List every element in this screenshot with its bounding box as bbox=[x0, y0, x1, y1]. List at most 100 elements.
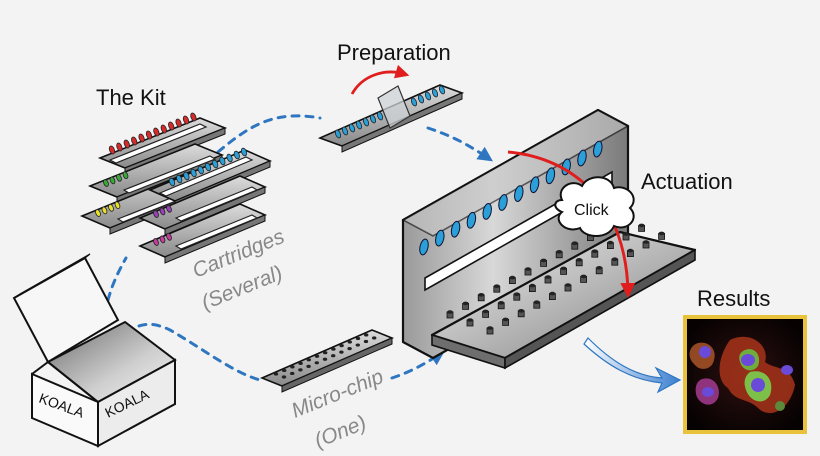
device-well bbox=[498, 194, 508, 211]
preparation-rotate-arrow bbox=[350, 64, 410, 95]
device-pin-top bbox=[643, 240, 649, 244]
magenta-well bbox=[159, 235, 166, 244]
chip-well bbox=[298, 368, 303, 372]
device-well bbox=[419, 238, 429, 256]
device-well bbox=[450, 220, 461, 238]
click-cloud: Click bbox=[554, 176, 635, 237]
chip-well bbox=[290, 371, 295, 376]
results-label: Results bbox=[697, 286, 770, 311]
device-pin-top bbox=[513, 292, 520, 297]
red-well bbox=[138, 133, 145, 143]
device-well bbox=[545, 167, 556, 185]
device-pin-top bbox=[549, 291, 556, 296]
chip-well bbox=[273, 372, 279, 376]
prep-well bbox=[348, 123, 356, 133]
device-pin-top bbox=[627, 248, 634, 253]
red-well bbox=[168, 121, 175, 131]
cyan-well bbox=[190, 168, 197, 178]
cyan-well bbox=[168, 177, 176, 187]
device-well bbox=[482, 203, 492, 220]
device-pin-top bbox=[623, 232, 629, 236]
green-well bbox=[103, 179, 109, 187]
microchip-sub-label-text: (One) bbox=[311, 411, 369, 452]
prep-well bbox=[376, 111, 384, 121]
chip-well bbox=[339, 344, 344, 348]
green-well bbox=[116, 173, 122, 182]
device-pin-top bbox=[518, 309, 525, 313]
device-pin-top bbox=[467, 318, 473, 322]
microchip-wells bbox=[273, 333, 377, 379]
red-well bbox=[190, 112, 197, 122]
red-well bbox=[123, 139, 130, 149]
chip-well bbox=[290, 365, 295, 369]
chip-well bbox=[363, 339, 369, 344]
device-pin-top bbox=[529, 283, 536, 288]
cyan-well bbox=[212, 159, 219, 169]
device-pin-top bbox=[502, 317, 509, 322]
magenta-well bbox=[153, 238, 159, 246]
chip-well bbox=[314, 354, 320, 358]
chip-well bbox=[314, 361, 319, 365]
cartridge-wells bbox=[95, 112, 248, 246]
chip-well bbox=[372, 336, 377, 340]
magenta-well bbox=[166, 232, 172, 241]
results-arrow bbox=[583, 337, 682, 394]
device-well bbox=[466, 211, 477, 229]
prep-well bbox=[355, 120, 363, 130]
device-pin-top bbox=[565, 283, 571, 287]
device-pins bbox=[446, 215, 665, 335]
device-pin-top bbox=[556, 250, 563, 254]
red-well bbox=[108, 145, 116, 155]
chip-well bbox=[347, 340, 352, 344]
chip-well bbox=[331, 347, 336, 351]
cyan-well bbox=[219, 156, 226, 166]
chip-well bbox=[347, 347, 352, 351]
device-pin-top bbox=[509, 275, 516, 280]
prep-well bbox=[424, 91, 432, 101]
chip-well bbox=[323, 351, 328, 355]
prep-well bbox=[362, 117, 370, 127]
yellow-well bbox=[95, 209, 101, 217]
device-well bbox=[577, 149, 587, 167]
device-pin-top bbox=[545, 275, 551, 279]
device-pin-top bbox=[493, 284, 500, 289]
chip-well bbox=[331, 354, 336, 358]
prep-well bbox=[369, 114, 377, 124]
device-well bbox=[593, 140, 603, 158]
purple-well bbox=[153, 210, 159, 218]
chip-well bbox=[306, 364, 311, 368]
prep-well bbox=[417, 94, 425, 104]
prep-well bbox=[334, 129, 342, 139]
device-wells bbox=[419, 140, 603, 256]
device-pin-top bbox=[560, 266, 567, 271]
preparation-wells bbox=[334, 85, 446, 139]
cyan-well bbox=[240, 147, 248, 157]
red-well bbox=[175, 118, 182, 128]
device-pin-top bbox=[591, 249, 598, 253]
device-pin-top bbox=[447, 310, 453, 314]
device-well bbox=[435, 229, 445, 247]
device-pin-top bbox=[462, 301, 469, 306]
purple-well bbox=[159, 207, 166, 216]
chip-well bbox=[281, 375, 287, 379]
chip-well bbox=[355, 336, 361, 341]
cyan-well bbox=[233, 150, 240, 160]
device-pin-top bbox=[498, 301, 505, 305]
actuation-device: Click bbox=[401, 108, 697, 370]
device-pin-top bbox=[533, 300, 540, 305]
cartridge-purple bbox=[137, 175, 268, 236]
cartridge-magenta bbox=[137, 203, 268, 264]
yellow-well bbox=[101, 206, 108, 215]
actuation-label: Actuation bbox=[641, 169, 733, 194]
device-pin-top bbox=[571, 241, 578, 245]
red-well bbox=[116, 142, 123, 152]
cyan-well bbox=[226, 153, 233, 163]
chip-well bbox=[322, 357, 328, 361]
prep-well bbox=[341, 126, 349, 136]
the-kit-label: The Kit bbox=[96, 85, 166, 110]
cyan-well bbox=[204, 162, 212, 172]
red-well bbox=[153, 127, 160, 137]
yellow-well bbox=[108, 203, 114, 212]
purple-well bbox=[166, 204, 172, 213]
